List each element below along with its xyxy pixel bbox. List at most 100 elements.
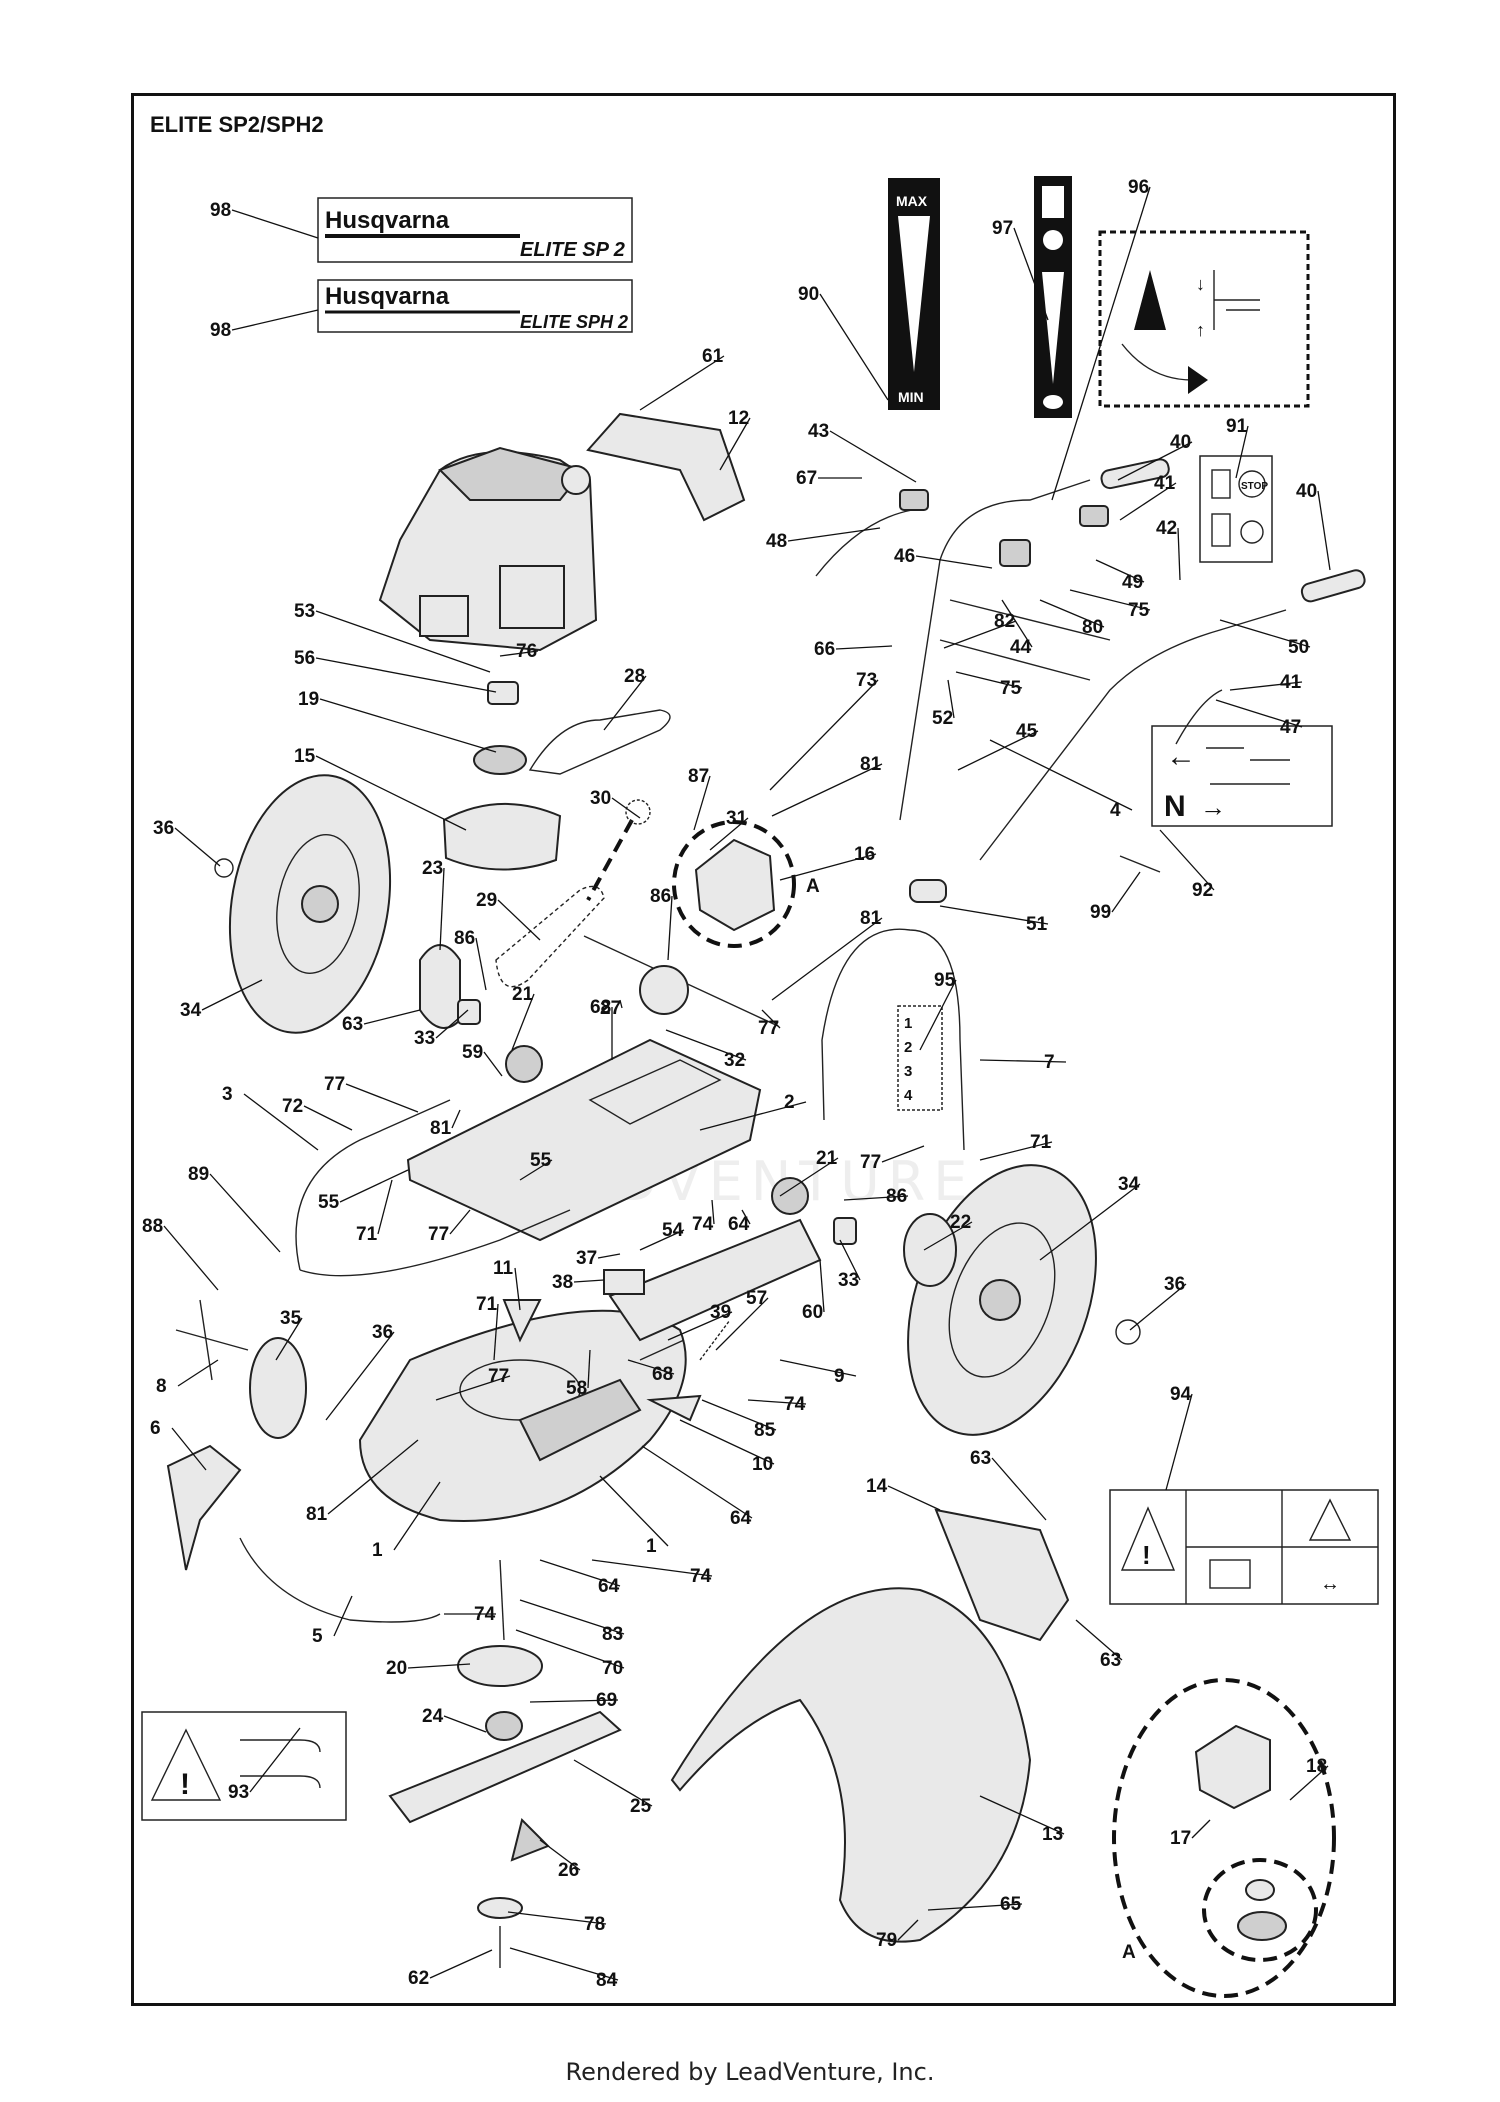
leader-line-c93 <box>249 1727 301 1793</box>
mulch-plug-26 <box>510 1818 550 1862</box>
part-number-c65: 65 <box>1000 1894 1022 1915</box>
chassis-2 <box>406 1038 762 1242</box>
leader-line-c30 <box>611 797 641 819</box>
part-number-c56: 56 <box>294 648 315 669</box>
throttle-min-label: MIN <box>898 389 924 405</box>
decal-model-sp2: ELITE SP 2 <box>520 239 625 261</box>
decal-steps: 1 2 3 4 <box>897 1005 943 1111</box>
distance-icon: ↔ <box>1320 1573 1340 1595</box>
part-number-c55b: 55 <box>318 1192 340 1213</box>
part-number-c77e: 77 <box>488 1366 509 1387</box>
leader-line-c64c <box>539 1559 621 1587</box>
leader-line-c36b <box>1129 1283 1187 1331</box>
part-number-c41b: 41 <box>1280 672 1302 693</box>
part-number-c45: 45 <box>1016 721 1038 742</box>
leader-line-c6 <box>171 1427 207 1471</box>
leader-line-c71b <box>377 1179 393 1235</box>
decal-warning-93: ! <box>141 1711 347 1821</box>
part-number-c81d: 81 <box>306 1504 328 1525</box>
leader-line-c81a <box>771 763 883 817</box>
part-number-c4: 4 <box>1110 800 1121 821</box>
throttle-lever-43 <box>899 489 929 511</box>
part-number-c40a: 40 <box>1170 432 1191 453</box>
leader-line-c79 <box>897 1919 919 1941</box>
part-number-c71a: 71 <box>1030 1132 1052 1153</box>
part-number-c68a: 68 <box>590 997 611 1018</box>
decal-drive-engagement: ↓ ↑ <box>1098 230 1310 408</box>
leader-line-c29 <box>497 899 541 941</box>
bearing-21b <box>771 1177 809 1215</box>
spacer-56 <box>487 681 519 705</box>
leader-line-c90 <box>819 293 889 401</box>
part-number-c68b: 68 <box>652 1364 673 1385</box>
hub-22 <box>903 1213 957 1287</box>
leader-line-c64b <box>641 1445 753 1519</box>
cover-13 <box>670 1587 1032 1943</box>
hub-24 <box>485 1711 523 1741</box>
washer-78 <box>477 1897 523 1919</box>
leader-line-c10 <box>679 1419 775 1465</box>
part-number-c32: 32 <box>724 1050 745 1071</box>
part-number-c20: 20 <box>386 1658 407 1679</box>
leader-line-c15 <box>315 755 467 831</box>
stop-label: STOP <box>1241 481 1268 492</box>
part-number-c77a: 77 <box>758 1018 779 1039</box>
part-number-c76: 76 <box>516 641 537 662</box>
part-number-c25: 25 <box>630 1796 652 1817</box>
leader-line-c36c <box>325 1331 395 1421</box>
leader-line-c47 <box>1215 699 1303 728</box>
leader-line-c77e <box>435 1375 511 1401</box>
part-number-c62: 62 <box>408 1968 429 1989</box>
part-number-c3: 3 <box>222 1084 233 1105</box>
leader-line-c25 <box>573 1759 653 1807</box>
part-number-c73: 73 <box>856 670 877 691</box>
leader-line-c70 <box>515 1629 625 1669</box>
leader-line-c86c <box>843 1195 909 1201</box>
leader-line-c54 <box>639 1229 685 1251</box>
leader-line-c40a <box>1117 441 1193 481</box>
leader-line-c97 <box>1013 227 1049 321</box>
leader-line-c26 <box>539 1839 581 1871</box>
leader-line-c53 <box>315 610 491 673</box>
bracket-10 <box>646 1394 702 1422</box>
part-number-c43: 43 <box>808 421 829 442</box>
part-number-c93: 93 <box>228 1782 249 1803</box>
leader-line-c38 <box>573 1279 605 1283</box>
part-number-c36c: 36 <box>372 1322 393 1343</box>
leader-line-c42 <box>1177 527 1181 581</box>
leader-line-c35 <box>275 1317 303 1361</box>
part-number-c34b: 34 <box>1118 1174 1140 1195</box>
part-number-c6: 6 <box>150 1418 161 1439</box>
leader-line-c2 <box>699 1101 807 1131</box>
part-number-c41a: 41 <box>1154 473 1176 494</box>
part-number-c77d: 77 <box>428 1224 449 1245</box>
leader-line-c21a <box>511 993 535 1051</box>
part-number-c63c: 63 <box>1100 1650 1121 1671</box>
hub-23 <box>419 944 461 1029</box>
leader-line-c5 <box>333 1595 353 1637</box>
decal-stop: STOP <box>1199 455 1273 563</box>
part-number-c61: 61 <box>702 346 724 367</box>
part-number-c28: 28 <box>624 666 645 687</box>
washer-36-left <box>214 858 234 878</box>
callout-a2-label: A <box>1122 1942 1136 1963</box>
bushing-33a <box>457 999 481 1025</box>
callout-a-label: A <box>806 876 820 897</box>
part-number-c11: 11 <box>493 1258 514 1279</box>
leader-line-c77b <box>345 1083 419 1113</box>
leader-line-c45 <box>957 730 1039 771</box>
part-number-c33b: 33 <box>838 1270 859 1291</box>
leader-line-c66 <box>835 645 893 650</box>
rod-39 <box>639 1339 685 1361</box>
drive-cable-47 <box>1175 689 1223 745</box>
part-number-c83: 83 <box>602 1624 623 1645</box>
part-number-c63b: 63 <box>970 1448 991 1469</box>
front-handle-7 <box>821 928 965 1151</box>
leader-line-c71c <box>493 1303 499 1361</box>
part-number-c39: 39 <box>710 1302 731 1323</box>
bushing-33b <box>833 1217 857 1245</box>
decal-throttle-max-min: MAX MIN <box>888 178 940 410</box>
part-number-c53: 53 <box>294 601 315 622</box>
leader-line-c14 <box>887 1485 941 1511</box>
wheel-34-left <box>228 774 392 1034</box>
